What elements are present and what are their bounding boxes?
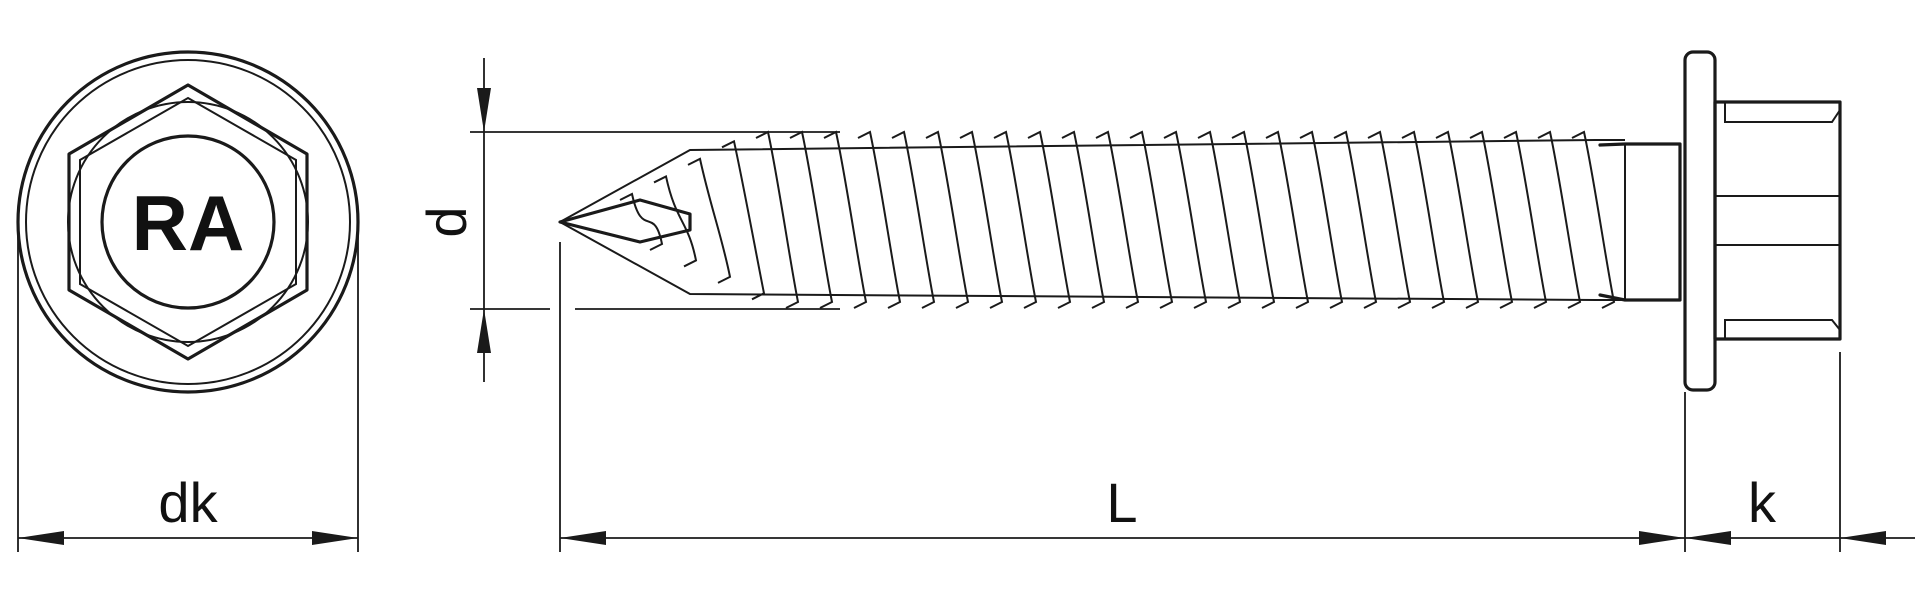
thread-envelope-top: [559, 139, 1625, 223]
hex-bearing-circle: [67, 101, 309, 343]
thread-crest: [1435, 130, 1480, 309]
marking-circle: [100, 134, 276, 310]
thread-crest: [993, 130, 1038, 309]
thread-crest: [1095, 130, 1140, 309]
thread-crest: [1163, 130, 1208, 309]
k-dimension: k: [1685, 352, 1915, 552]
k-label: k: [1748, 471, 1777, 534]
d-dimension: d: [415, 58, 840, 382]
screw-side-view: [558, 50, 1842, 392]
head-marking-text: RA: [132, 179, 245, 267]
screw-tip: [558, 198, 692, 244]
dk-arrow-left: [18, 531, 64, 545]
L-arrow-right: [1639, 531, 1685, 545]
thread-crest: [687, 157, 732, 284]
washer-outer-circle: [16, 50, 360, 394]
thread-crest: [755, 130, 800, 309]
k-arrow-right: [1840, 531, 1886, 545]
thread-crest: [1129, 130, 1174, 309]
hex-top-chamfer: [1724, 102, 1841, 123]
hex-bottom-chamfer: [1724, 319, 1841, 339]
thread-crest: [1299, 130, 1344, 309]
k-arrow-left: [1685, 531, 1731, 545]
dk-dimension: dk: [17, 230, 359, 552]
L-label: L: [1106, 471, 1137, 534]
thread-crest: [823, 130, 868, 309]
thread-crest: [1503, 130, 1548, 309]
thread-crest: [1537, 130, 1582, 309]
thread-crest: [789, 130, 834, 309]
thread-crest: [1231, 130, 1276, 309]
thread-crest: [721, 139, 766, 301]
shank-neck: [1598, 142, 1682, 302]
thread-crest: [857, 130, 902, 309]
thread-crest: [891, 130, 936, 309]
d-label: d: [415, 206, 478, 237]
d-arrow-top: [477, 88, 491, 132]
dk-label: dk: [158, 471, 218, 534]
thread-envelope-bottom: [559, 221, 1625, 301]
thread-crest: [653, 174, 698, 268]
head-top-view: RA: [16, 50, 360, 394]
hex-outline: [67, 83, 309, 361]
L-dimension: L: [559, 242, 1686, 552]
hex-chamfer: [79, 96, 297, 348]
washer-inner-circle: [25, 59, 351, 385]
thread-crest: [1061, 130, 1106, 309]
thread-crest: [925, 130, 970, 309]
thread-crest: [1367, 130, 1412, 309]
thread-crest: [1333, 130, 1378, 309]
hex-head-side: [1713, 100, 1842, 341]
thread-crest: [1401, 130, 1446, 309]
thread-crest: [619, 192, 664, 251]
thread-crest: [1469, 130, 1514, 309]
thread-crest: [959, 130, 1004, 309]
L-arrow-left: [560, 531, 606, 545]
dk-arrow-right: [312, 531, 358, 545]
washer-flange: [1683, 50, 1717, 392]
thread-crest: [1027, 130, 1072, 309]
thread-crest: [1571, 130, 1616, 309]
thread-crest: [1265, 130, 1310, 309]
d-arrow-bottom: [477, 309, 491, 353]
thread-crest: [1197, 130, 1242, 309]
thread-crests: [619, 130, 1616, 309]
